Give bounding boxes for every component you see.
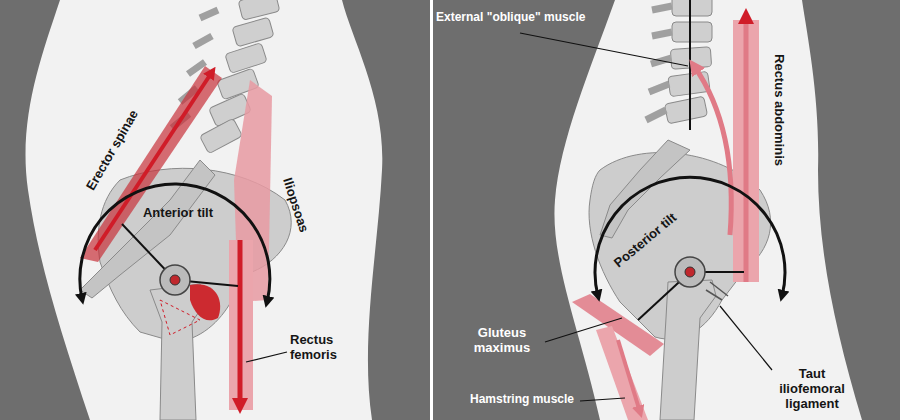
anatomy-label: Iliopsoas: [280, 176, 312, 234]
anatomy-label: Hamstring muscle: [470, 392, 574, 407]
leader-line: [580, 398, 625, 401]
hip-muscle: [190, 284, 220, 320]
hamstring-muscle: [596, 326, 648, 420]
spine: [646, 0, 712, 124]
body-silhouette: [26, 0, 383, 420]
rectus-femoris-muscle: [229, 240, 253, 410]
leader-line: [720, 306, 772, 370]
hip-center: [685, 267, 695, 277]
rotation-arc: [595, 177, 785, 296]
hip-center: [170, 275, 180, 285]
iliofemoral-ligament: [706, 282, 728, 300]
oblique-arrow: [694, 66, 731, 235]
gravity-line: [689, 0, 691, 130]
panel-ground: [0, 0, 430, 420]
anatomy-label: Rectus femoris: [290, 332, 354, 362]
panel-divider: [430, 0, 433, 420]
hip-joint: [675, 257, 705, 287]
erector-spinae-muscle: [80, 66, 222, 262]
panel-ground: [433, 0, 900, 420]
leader-line: [246, 352, 287, 362]
anatomy-label: Posterior tilt: [611, 210, 679, 271]
anatomy-label: Anterior tilt: [143, 205, 213, 220]
anatomy-label: Gluteus maximus: [462, 325, 542, 355]
leader-line: [520, 33, 688, 66]
anatomy-label: Rectus abdominis: [772, 54, 787, 166]
leader-line: [545, 318, 622, 342]
anatomy-label: Erector spinae: [83, 107, 141, 193]
force-arrow: [744, 16, 749, 282]
dashed-triangle: [160, 300, 200, 335]
force-arrow: [618, 340, 640, 412]
rotation-arc: [80, 184, 270, 302]
body-silhouette: [554, 0, 862, 420]
hip-joint: [160, 265, 190, 295]
anatomy-label: Taut iliofemoral ligament: [772, 366, 852, 411]
anatomy-label: External "oblique" muscle: [436, 10, 585, 25]
femur: [660, 280, 716, 420]
force-arrow: [238, 240, 243, 406]
